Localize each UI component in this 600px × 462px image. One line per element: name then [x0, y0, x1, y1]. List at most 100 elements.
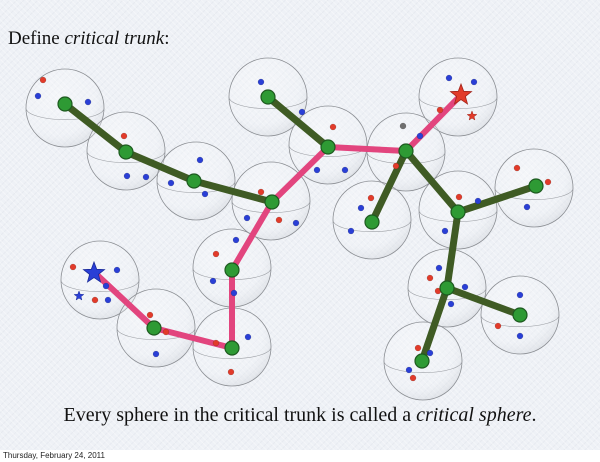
point-marker [162, 328, 170, 336]
point-marker [91, 296, 99, 304]
tree-node [320, 139, 336, 155]
point-marker [405, 366, 413, 374]
caption: Every sphere in the critical trunk is ca… [0, 404, 600, 427]
branch-edge [443, 208, 462, 292]
sphere-equator [156, 180, 236, 193]
sphere-equator [383, 360, 463, 373]
point-marker [212, 339, 220, 347]
sphere-equator [332, 219, 412, 232]
point-marker [230, 289, 238, 297]
point-marker [426, 349, 434, 357]
tree-node [57, 96, 73, 112]
point-marker [399, 122, 407, 130]
sphere-equator [192, 346, 272, 359]
footer-timestamp: Thursday, February 24, 2011 [3, 451, 105, 460]
page-title: Define critical trunk: [8, 28, 169, 50]
point-marker [347, 227, 355, 235]
sphere-equator [60, 279, 140, 292]
sphere-equator [86, 150, 166, 163]
tree-node [146, 320, 162, 336]
branch-edge [402, 147, 462, 216]
caption-suffix: . [531, 404, 537, 426]
point-marker [227, 368, 235, 376]
point-marker [474, 197, 482, 205]
point-marker [257, 78, 265, 86]
point-marker [414, 344, 422, 352]
point-marker [516, 332, 524, 340]
point-marker [426, 274, 434, 282]
sphere-equator [231, 200, 311, 213]
point-marker [146, 311, 154, 319]
tree-node [450, 204, 466, 220]
tree-node [439, 280, 455, 296]
tree-node [414, 353, 430, 369]
sphere-equator [494, 187, 574, 200]
point-marker [209, 277, 217, 285]
point-marker [244, 333, 252, 341]
point-marker [123, 172, 131, 180]
tree-node [528, 178, 544, 194]
tree-node [398, 143, 414, 159]
branch-edge [443, 284, 524, 319]
branch-edge [190, 177, 276, 206]
point-marker [441, 227, 449, 235]
point-marker [357, 204, 365, 212]
point-marker [416, 132, 424, 140]
tree-node [260, 89, 276, 105]
title-prefix: Define [8, 28, 65, 49]
sphere-equator [407, 287, 487, 300]
branch-edge [454, 182, 540, 216]
point-marker [196, 156, 204, 164]
point-marker [113, 266, 121, 274]
caption-prefix: Every sphere in the critical trunk is ca… [63, 404, 417, 426]
point-marker [142, 173, 150, 181]
tree-node [224, 262, 240, 278]
point-marker [516, 291, 524, 299]
point-marker [34, 92, 42, 100]
tree-node [512, 307, 528, 323]
caption-term: critical sphere [416, 404, 532, 426]
point-marker [367, 194, 375, 202]
branch-edge [368, 147, 410, 226]
point-marker [470, 78, 478, 86]
title-suffix: : [164, 28, 170, 49]
point-marker [104, 296, 112, 304]
point-marker [243, 214, 251, 222]
tree-node [186, 173, 202, 189]
point-marker [201, 190, 209, 198]
point-marker [494, 322, 502, 330]
tree-node [224, 340, 240, 356]
branch-edge [418, 284, 451, 365]
point-marker [409, 374, 417, 382]
star-icon [73, 290, 85, 301]
point-marker [84, 98, 92, 106]
point-marker [275, 216, 283, 224]
tree-node [118, 144, 134, 160]
slide: Define critical trunk: Every sphere in t… [0, 0, 600, 450]
point-marker [513, 164, 521, 172]
point-marker [120, 132, 128, 140]
point-marker [292, 219, 300, 227]
point-marker [435, 264, 443, 272]
branch-edge [122, 148, 198, 185]
point-marker [445, 74, 453, 82]
point-marker [341, 166, 349, 174]
point-marker [39, 76, 47, 84]
point-marker [313, 166, 321, 174]
point-marker [544, 178, 552, 186]
point-marker [232, 236, 240, 244]
point-marker [329, 123, 337, 131]
point-marker [212, 250, 220, 258]
sphere-equator [228, 96, 308, 109]
branch-edge [61, 100, 130, 156]
branch-edge [264, 93, 332, 151]
sphere-equator [25, 107, 105, 120]
point-marker [436, 106, 444, 114]
title-term: critical trunk [64, 28, 165, 49]
tree-node [364, 214, 380, 230]
sphere-equator [116, 327, 196, 340]
point-marker [152, 350, 160, 358]
point-marker [102, 282, 110, 290]
point-marker [523, 203, 531, 211]
tree-node [264, 194, 280, 210]
